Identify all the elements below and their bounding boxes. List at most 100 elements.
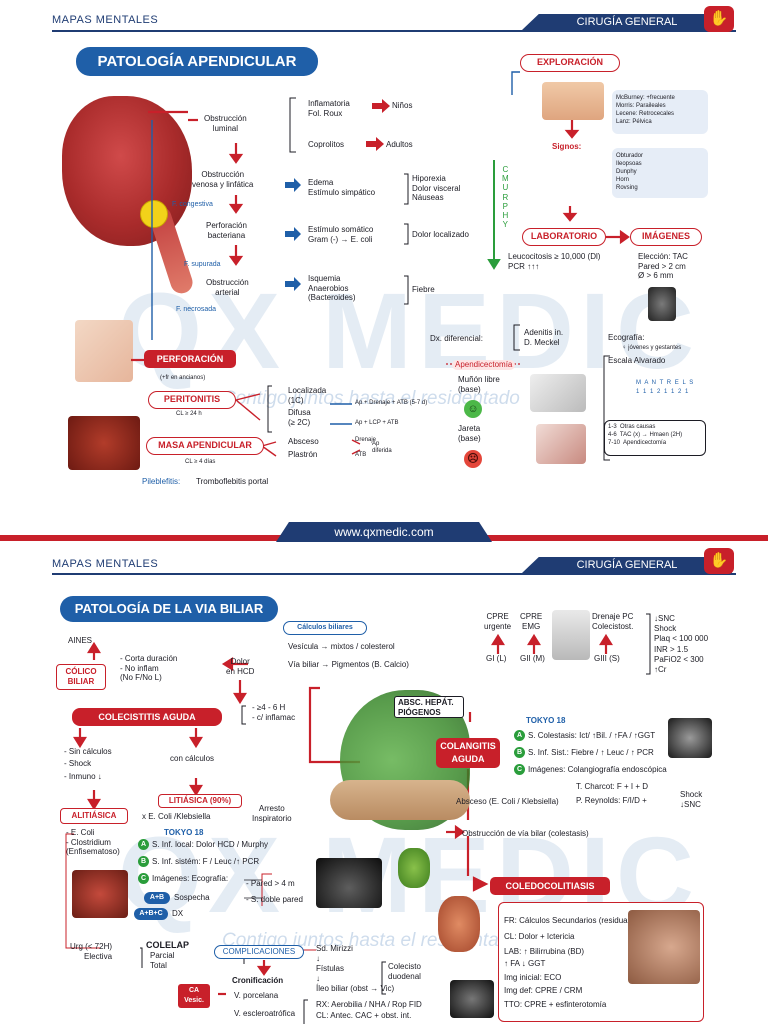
masa-plastron: Plastrón xyxy=(288,450,318,459)
scalpel-hand-icon: ✋ xyxy=(704,6,734,32)
calculos-line1: Vesícula → mixtos / colesterol xyxy=(288,642,395,651)
colangitis-reynolds-extra: Shock ↓SNC xyxy=(680,790,703,809)
masa-atb: ATB xyxy=(355,452,367,458)
ultrasound-image xyxy=(316,858,382,908)
coledocolitiasis-img-def: Img def: CPRE / CRM xyxy=(504,986,583,995)
header-left-label: MAPAS MENTALES xyxy=(52,14,159,26)
cause-fiebre: Fiebre xyxy=(412,285,435,294)
dx-diferencial-items: Adenitis in. D. Meckel xyxy=(524,328,564,347)
gallbladder-surgery-photo xyxy=(72,870,128,918)
colangitis-charcot: T. Charcot: F + I + D xyxy=(576,782,649,791)
peritonitis-tx-difusa: Ap + LCP + ATB xyxy=(355,420,399,426)
cause-ninos: Niños xyxy=(392,101,413,110)
peritonitis-difusa: Difusa (≥ 2C) xyxy=(288,408,311,427)
tokyo-abc-text: DX xyxy=(172,909,184,918)
header-rule-2 xyxy=(52,573,736,575)
grade-cpre-urgente: CPRE urgente xyxy=(484,612,512,631)
cholangiography-image xyxy=(668,718,712,758)
pileblefitis-text: Tromboflebitis portal xyxy=(196,477,269,486)
colico-text: - Corta duración - No inflam (No F/No L) xyxy=(120,654,178,683)
phase-supurada: F. supurada xyxy=(184,261,221,268)
abdomen-exam-photo xyxy=(542,82,604,120)
laboratorio-box: LABORATORIO xyxy=(522,228,606,246)
perforacion-box: PERFORACIÓN xyxy=(144,350,236,368)
header-left-label-2: MAPAS MENTALES xyxy=(52,558,159,570)
cause-dolor-localizado: Dolor localizado xyxy=(412,230,469,239)
litiasica-box: LITIÁSICA (90%) xyxy=(158,794,242,808)
stones-illustration xyxy=(438,896,480,952)
coledocolitiasis-img-inicial: Img inicial: ECO xyxy=(504,973,562,982)
colangitis-box: COLANGITIS AGUDA xyxy=(436,738,500,768)
phase-congestiva: F. congestiva xyxy=(172,201,213,208)
ct-scan-image xyxy=(648,287,676,321)
tokyo-left-a: S. Inf. local: Dolor HCD / Murphy xyxy=(152,840,269,849)
murphy-vertical-label: C M U R P H Y xyxy=(502,165,509,230)
calculos-line2: Vía biliar → Pigmentos (B. Calcio) xyxy=(288,660,409,669)
scalpel-hand-icon-2: ✋ xyxy=(704,548,734,574)
litiasica-germ: x E. Coli /Klebsiella xyxy=(142,812,211,821)
colangitis-b: S. Inf. Sist.: Fiebre / ↑ Leuc / ↑ PCR xyxy=(528,748,654,757)
surgery-drawing-2 xyxy=(536,424,586,464)
absc-hepat-box xyxy=(394,696,464,718)
page2-title: PATOLOGÍA DE LA VIA BILIAR xyxy=(60,596,278,622)
colangitis-reynolds: P. Reynolds: F/I/D + xyxy=(576,796,647,805)
coledocolitiasis-cl: CL: Dolor + Ictericia xyxy=(504,932,575,941)
colangitis-a-badge: A xyxy=(514,730,525,741)
signs-main-panel xyxy=(612,90,708,134)
xray-image xyxy=(450,980,494,1018)
happy-face-icon: ☺ xyxy=(464,400,482,418)
munon-libre: Muñón libre (base) xyxy=(458,375,500,394)
grade-giii: GIII (S) xyxy=(594,654,620,663)
cause-adultos: Adultos xyxy=(386,140,413,149)
pileblefitis-label: Pileblefitis: xyxy=(142,477,181,486)
grade-cpre-emg: CPRE EMG xyxy=(520,612,543,631)
tokyo-a-badge: A xyxy=(138,839,149,850)
coledocolitiasis-box: COLEDOCOLITIASIS xyxy=(490,877,610,895)
colangitis-tokyo: TOKYO 18 xyxy=(526,716,566,725)
ca-vesic-box: CA Vesic. xyxy=(178,984,210,1008)
tokyo-left-c: Imágenes: Ecografía: xyxy=(152,874,229,883)
cause-inflamatoria: Inflamatoria Fol. Roux xyxy=(308,99,350,118)
cronificacion-label: Cronificación xyxy=(232,976,284,985)
dolor-hcd: Dolor en HCD xyxy=(226,657,255,676)
tokyo-ab-badge: A+B xyxy=(144,892,170,904)
litiasica-arresto: Arresto Inspiratorio xyxy=(252,804,292,823)
alitiasica-box: ALITIÁSICA xyxy=(60,808,128,824)
grade-criteria: ↓SNC Shock Plaq < 100 000 INR > 1.5 PaFi… xyxy=(654,614,709,675)
grade-drenaje: Drenaje PC Colecistost. xyxy=(592,612,634,631)
signos-label: Signos: xyxy=(552,142,582,151)
colangitis-absceso: Absceso (E. Coli / Klebsiella) xyxy=(456,797,559,806)
header-rule xyxy=(52,30,736,32)
cronificacion-items: V. porcelana V. escleroatrófica xyxy=(234,991,296,1018)
complicaciones-box: COMPLICACIONES xyxy=(214,945,304,959)
cause-isquemia: Isquemia Anaerobios (Bacteroides) xyxy=(308,274,356,303)
colangitis-c: Imágenes: Colangiografía endoscópica xyxy=(528,765,667,774)
imagenes-box: IMÁGENES xyxy=(630,228,702,246)
colecistitis-sin-calculos: - Sin cálculos - Shock - Inmuno ↓ xyxy=(64,747,112,781)
masa-apendicular-box: MASA APENDICULAR xyxy=(146,437,264,455)
masa-surgical-photo xyxy=(68,416,140,470)
coledocolitiasis-lab: LAB: ↑ Bilirrubina (BD) ↑ FA ↓ GGT xyxy=(504,947,585,968)
masa-ap-diferida: Ap diferida xyxy=(372,441,392,455)
signs-main-text: McBurney: +frecuente Morris: Paraileales… xyxy=(616,95,675,126)
peritonitis-time: CL ≥ 24 h xyxy=(176,411,202,417)
dx-diferencial-label: Dx. diferencial: xyxy=(430,334,483,343)
phase-necrosada: F. necrosada xyxy=(176,306,217,313)
apendicectomia-label: Apendicectomía xyxy=(452,360,516,370)
stage-obstruccion-venosa: Obstrucción venosa y linfática xyxy=(192,170,254,189)
laboratorio-text: Leucocitosis ≥ 10,000 (Dl) PCR ↑↑↑ xyxy=(508,252,601,271)
signs-other-panel xyxy=(612,148,708,198)
alvarado-ranges-text: 1-3 Otras causas 4-6 TAC (x) → Hmaen (2H… xyxy=(608,424,683,446)
grade-gii: GII (M) xyxy=(520,654,545,663)
surgery-drawing-1 xyxy=(530,374,586,412)
colecistitis-con-calculos: con cálculos xyxy=(170,754,215,763)
jareta: Jareta (base) xyxy=(458,424,481,443)
colangitis-b-badge: B xyxy=(514,747,525,758)
colecistitis-criteria: - ≥4 - 6 H - c/ inflamac xyxy=(252,703,296,722)
peritonitis-box: PERITONITIS xyxy=(148,391,236,409)
tokyo-left-b: S. Inf. sistém: F / Leuc /↑ PCR xyxy=(152,857,260,866)
endoscopy-drawing xyxy=(552,610,590,660)
gallbladder-stone-illustration xyxy=(398,848,430,888)
perforacion-note: (+fr en ancianos) xyxy=(160,375,206,381)
